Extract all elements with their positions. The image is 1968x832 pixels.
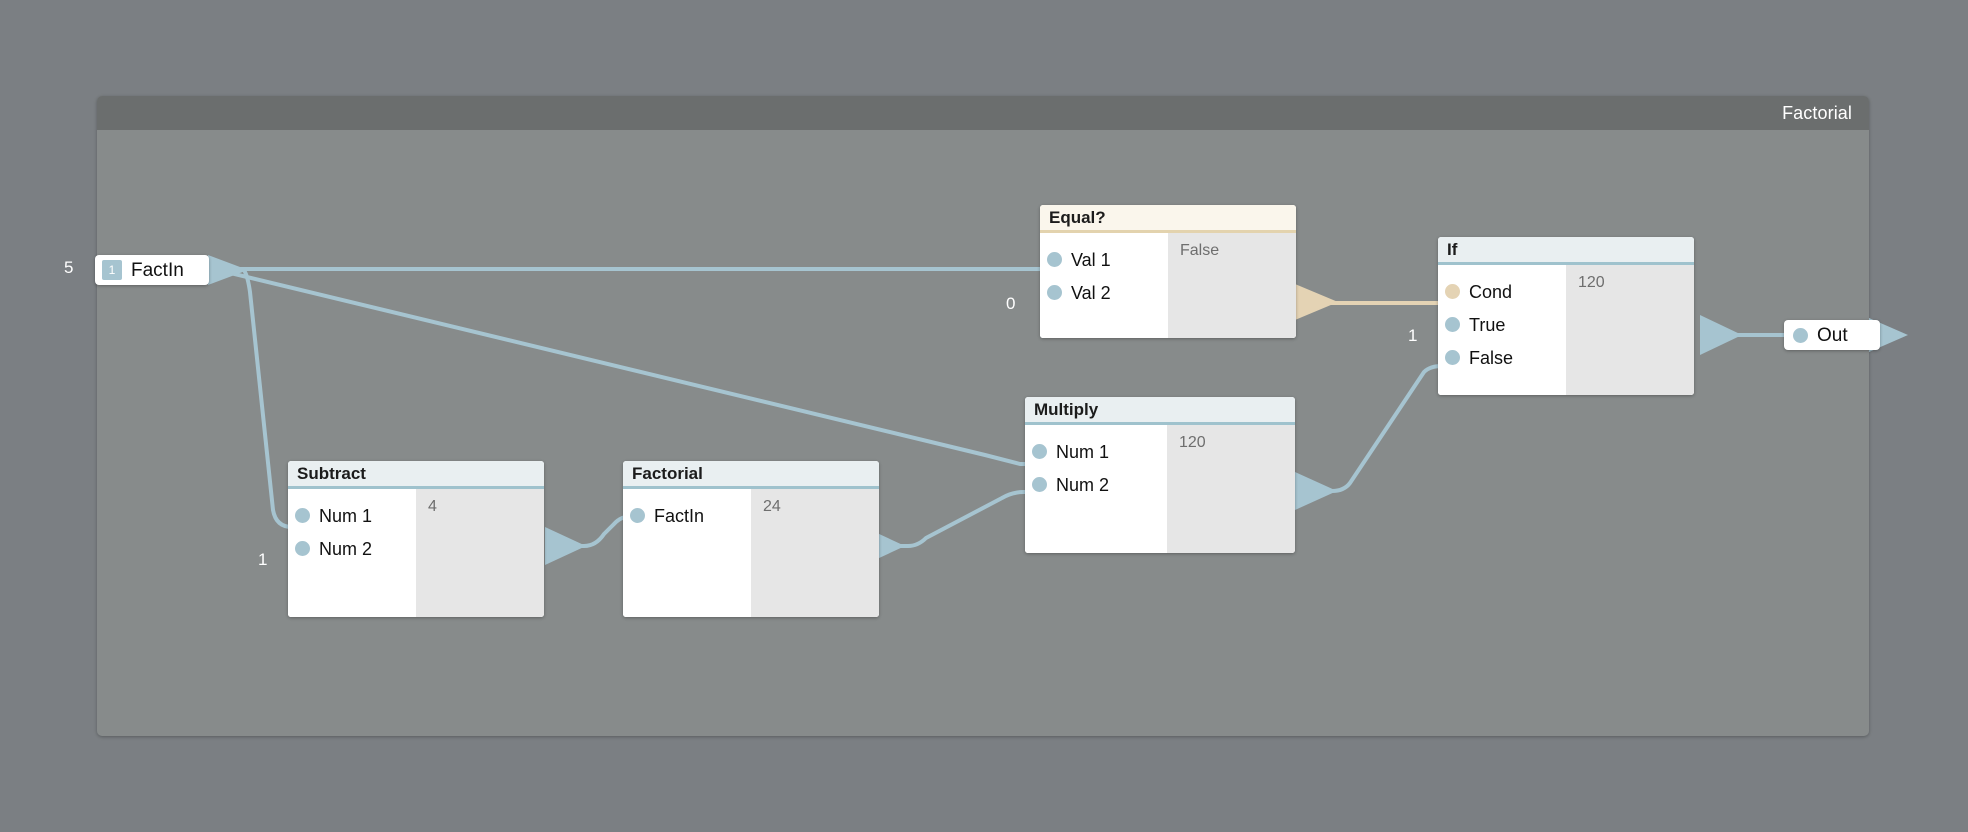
factin-input-value: 5 [64,258,74,277]
node-factorial[interactable]: Factorial FactIn 24 [623,461,879,617]
node-equal-inputs: Val 1 Val 2 [1040,233,1168,338]
node-if-output: 120 [1566,265,1694,395]
port-if-true[interactable]: True [1438,308,1566,341]
node-multiply-body: Num 1 Num 2 120 [1025,425,1295,553]
port-label: True [1469,314,1506,335]
node-subtract-title: Subtract [297,463,366,483]
port-dot-icon[interactable] [1445,284,1460,299]
node-equal-title: Equal? [1049,207,1106,227]
node-subtract-output: 4 [416,489,544,617]
out-port-dot-icon[interactable] [1793,327,1808,343]
equal-val2-literal: 0 [1006,294,1016,313]
node-multiply[interactable]: Multiply Num 1 Num 2 120 [1025,397,1295,553]
port-dot-icon[interactable] [1445,350,1460,365]
node-subtract[interactable]: Subtract Num 1 Num 2 4 [288,461,544,617]
io-node-out[interactable]: Out [1784,320,1880,350]
port-dot-icon[interactable] [295,541,310,556]
node-subtract-body: Num 1 Num 2 4 [288,489,544,617]
factin-label: FactIn [131,259,184,281]
port-dot-icon[interactable] [1047,285,1062,300]
node-if-body: Cond True False 120 [1438,265,1694,395]
node-factorial-header[interactable]: Factorial [623,461,879,489]
node-factorial-body: FactIn 24 [623,489,879,617]
port-label: FactIn [654,505,705,526]
port-dot-icon[interactable] [630,508,645,523]
port-subtract-num2[interactable]: Num 2 [288,532,416,565]
port-dot-icon[interactable] [295,508,310,523]
io-node-factin[interactable]: 1 FactIn [95,255,209,285]
port-label: Num 1 [319,505,373,526]
port-subtract-num1[interactable]: Num 1 [288,499,416,532]
port-label: Val 1 [1071,249,1111,270]
node-factorial-inputs: FactIn [623,489,751,617]
factin-badge: 1 [102,260,122,280]
node-equal-header[interactable]: Equal? [1040,205,1296,233]
port-dot-icon[interactable] [1047,252,1062,267]
port-label: Num 2 [319,538,373,559]
port-factorial-factin[interactable]: FactIn [623,499,751,532]
node-subtract-header[interactable]: Subtract [288,461,544,489]
port-label: Num 1 [1056,441,1110,462]
node-equal-output: False [1168,233,1296,338]
node-if[interactable]: If Cond True False 120 [1438,237,1694,395]
node-if-output-value: 120 [1578,274,1605,291]
port-label: Num 2 [1056,474,1110,495]
port-dot-icon[interactable] [1445,317,1460,332]
node-multiply-output: 120 [1167,425,1295,553]
node-equal-output-value: False [1180,242,1220,259]
port-equal-val2[interactable]: Val 2 [1040,276,1168,309]
port-dot-icon[interactable] [1032,477,1047,492]
node-if-inputs: Cond True False [1438,265,1566,395]
node-factorial-output: 24 [751,489,879,617]
node-equal-body: Val 1 Val 2 False [1040,233,1296,338]
node-multiply-header[interactable]: Multiply [1025,397,1295,425]
node-factorial-output-value: 24 [763,498,781,515]
node-multiply-inputs: Num 1 Num 2 [1025,425,1167,553]
if-true-literal: 1 [1408,326,1418,345]
port-label: False [1469,347,1514,368]
port-if-cond[interactable]: Cond [1438,275,1566,308]
port-equal-val1[interactable]: Val 1 [1040,243,1168,276]
node-subtract-output-value: 4 [428,498,437,515]
port-label: Val 2 [1071,282,1111,303]
node-subtract-inputs: Num 1 Num 2 [288,489,416,617]
node-if-header[interactable]: If [1438,237,1694,265]
panel-title: Factorial [1782,103,1852,123]
graph-canvas[interactable] [97,130,1869,736]
graph-panel: Factorial [97,96,1869,736]
port-multiply-num1[interactable]: Num 1 [1025,435,1167,468]
port-dot-icon[interactable] [1032,444,1047,459]
port-multiply-num2[interactable]: Num 2 [1025,468,1167,501]
port-if-false[interactable]: False [1438,341,1566,374]
port-label: Cond [1469,281,1513,302]
node-multiply-title: Multiply [1034,399,1099,419]
node-if-title: If [1447,239,1458,259]
panel-titlebar[interactable]: Factorial [97,96,1869,130]
node-equal[interactable]: Equal? Val 1 Val 2 False [1040,205,1296,338]
node-multiply-output-value: 120 [1179,434,1206,451]
subtract-num2-literal: 1 [258,550,268,569]
out-label: Out [1817,324,1848,346]
node-factorial-title: Factorial [632,463,703,483]
